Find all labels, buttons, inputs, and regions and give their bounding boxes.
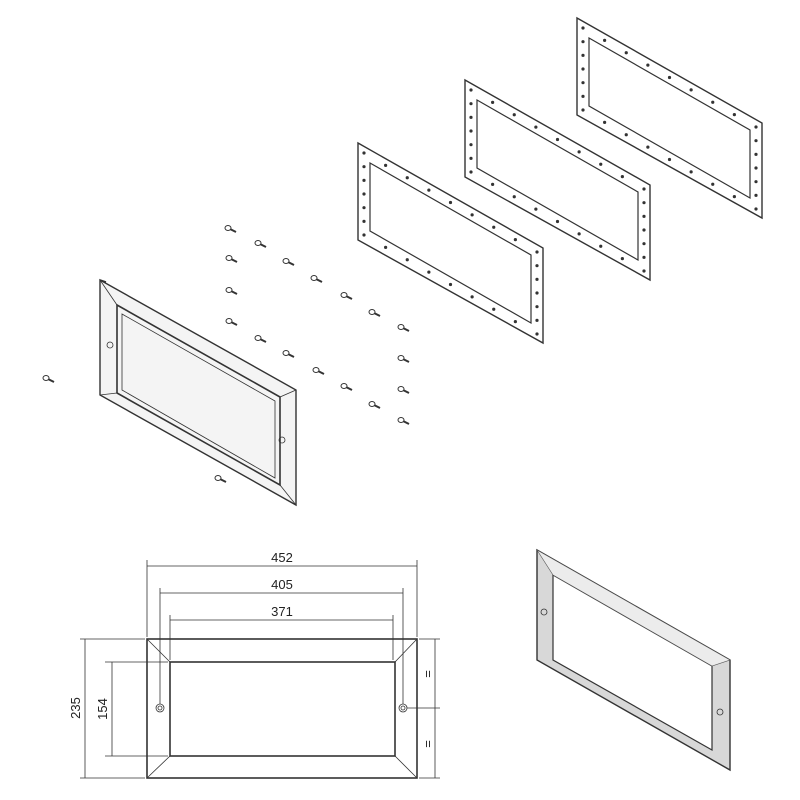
screw-icon (368, 309, 381, 317)
screws (42, 225, 410, 483)
assembled-3d-view (536, 548, 731, 772)
gasket (464, 78, 651, 282)
screw-icon (310, 275, 323, 283)
mounting-hole (106, 341, 114, 349)
screw-icon (254, 240, 267, 248)
dim-equal-top: = (420, 670, 435, 678)
screw-icon (368, 401, 381, 409)
screw-icon (397, 417, 410, 425)
dim-equal-bottom: = (420, 740, 435, 748)
screw-icon (214, 475, 227, 483)
mounting-hole (278, 436, 286, 444)
screw-icon (225, 318, 238, 326)
screw-icon (282, 258, 295, 266)
gasket (357, 141, 544, 345)
screw-icon (397, 355, 410, 363)
screw-icon (282, 350, 295, 358)
screw-icon (254, 335, 267, 343)
screw-icon (340, 383, 353, 391)
screw-icon (225, 287, 238, 295)
gaskets (357, 16, 763, 345)
dim-inner-width: 371 (271, 604, 293, 619)
screw-icon (42, 375, 55, 383)
dim-hole-spacing: 405 (271, 577, 293, 592)
screw-icon (225, 255, 238, 263)
dim-inner-height: 154 (95, 698, 110, 720)
screw-icon (224, 225, 237, 233)
screw-icon (397, 386, 410, 394)
gasket (576, 16, 763, 220)
front-view-dimensioned: 452 405 371 235 154 = = (68, 550, 440, 779)
dim-overall-width: 452 (271, 550, 293, 565)
screw-icon (397, 324, 410, 332)
dim-overall-height: 235 (68, 697, 83, 719)
exploded-front-frame (99, 278, 297, 507)
screw-icon (340, 292, 353, 300)
screw-icon (312, 367, 325, 375)
